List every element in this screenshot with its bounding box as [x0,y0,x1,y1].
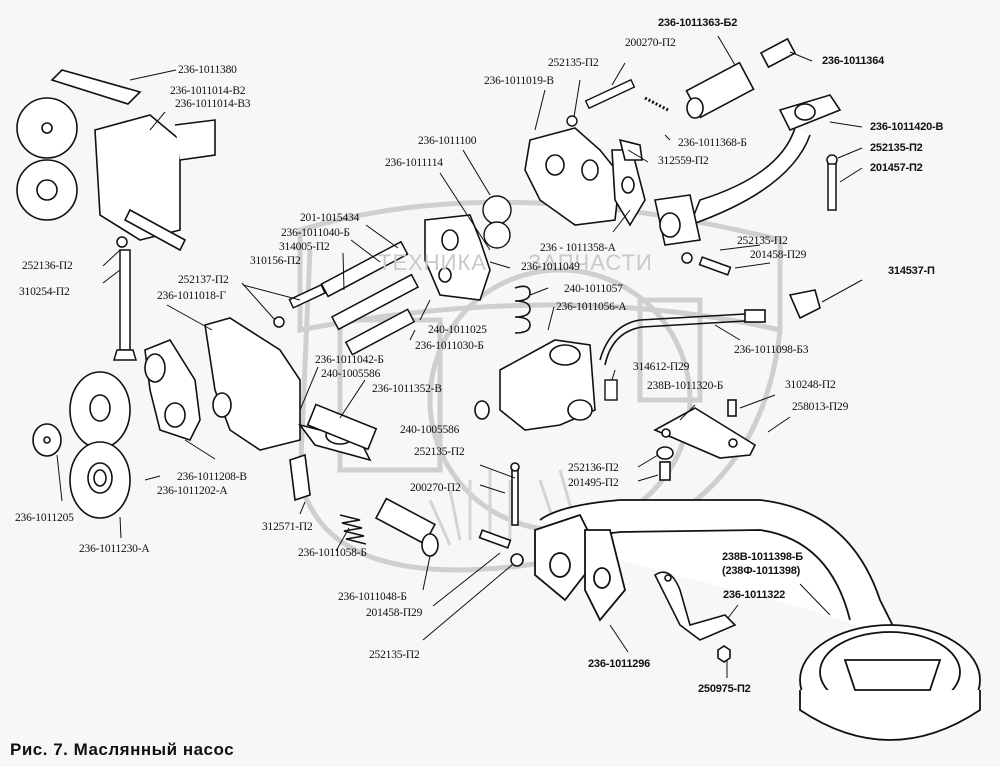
part-label: 310156-П2 [250,255,301,267]
outlet-pipe [654,94,842,246]
regulator-body [474,285,596,431]
part-label: 240-1011057 [564,283,623,295]
part-label: 252135-П2 [414,446,465,458]
figure-caption: Рис. 7. Маслянный насос [10,740,235,759]
part-label: 236-1011368-Б [678,137,747,149]
part-label: 200270-П2 [625,37,676,49]
part-label: (238Ф-1011398) [722,565,801,577]
part-label: 314005-П2 [279,241,330,253]
part-label: 236-1011056-А [556,301,627,313]
part-label: 310248-П2 [785,379,836,391]
part-label: 238В-1011398-Б [722,551,803,563]
part-label: 201457-П2 [870,162,923,174]
fitting [604,379,618,401]
part-label: 236-1011230-А [79,543,150,555]
gears-lower-left [32,371,131,519]
part-label: 252135-П2 [737,235,788,247]
long-bolt [112,236,138,361]
clamp-strap [653,571,737,663]
part-label: 236-1011202-А [157,485,228,497]
part-label: 201458-П29 [750,249,807,261]
pump-body [204,317,378,502]
part-label: 236-1011018-Г [157,290,226,302]
part-label: 236-1011296 [588,658,651,670]
plug-lower [374,462,524,567]
part-label: 236-1011352-В [372,383,442,395]
part-label: 236-1011030-Б [415,340,484,352]
cover-plate [424,214,491,301]
bolt-right [681,154,838,276]
pump-assembly-top-left [16,69,216,252]
mount-bracket [653,399,757,481]
part-label: 236-1011098-Б3 [734,344,809,356]
part-label: 236-1011363-Б2 [658,17,738,29]
star-gears [482,195,512,249]
part-label: 252136-П2 [22,260,73,272]
part-label: 310254-П2 [19,286,70,298]
part-label: 236-1011014-В3 [175,98,251,110]
spring-lower [339,514,367,545]
part-label: 240-1005586 [321,368,381,380]
part-label: 236-1011420-В [870,121,944,133]
part-label: 236-1011100 [418,135,477,147]
part-label: 250975-П2 [698,683,751,695]
gear-shafts [273,240,420,356]
part-label: 312571-П2 [262,521,313,533]
part-label: 236-1011208-В [177,471,247,483]
intake-pipe [534,499,901,641]
part-label: 236-1011322 [723,589,786,601]
part-label: 252135-П2 [870,142,923,154]
part-label: 236-1011014-В2 [170,85,246,97]
watermark-left-text: ТЕХНИКА [378,250,487,275]
part-label: 236-1011114 [385,157,443,169]
leader-lines [56,35,863,678]
part-label: 314537-П [888,265,935,277]
part-label: 236-1011042-Б [315,354,384,366]
part-label: 240-1011025 [428,324,487,336]
part-label: 312559-П2 [658,155,709,167]
part-label: 236-1011364 [822,55,885,67]
part-label: 314612-П29 [633,361,690,373]
part-label: 236-1011048-Б [338,591,407,603]
part-label: 200270-П2 [410,482,461,494]
part-label: 252137-П2 [178,274,229,286]
bracket [144,339,201,441]
part-label: 240-1005586 [400,424,460,436]
part-label: 236-1011058-Б [298,547,367,559]
tube-line [599,289,821,366]
part-label: 236-1011049 [521,261,580,273]
part-label: 252135-П2 [548,57,599,69]
part-label: 201458-П29 [366,607,423,619]
part-label: 201495-П2 [568,477,619,489]
part-label: 201-1015434 [300,212,360,224]
part-label: 238В-1011320-Б [647,380,724,392]
part-label: 252136-П2 [568,462,619,474]
part-label: 236 - 1011358-А [540,242,616,254]
valve-cylinder [685,37,797,119]
part-label: 236-1011040-Б [281,227,350,239]
oil-screen [799,624,981,741]
part-label: 252135-П2 [369,649,420,661]
part-label: 236-1011380 [178,64,237,76]
part-label: 236-1011019-В [484,75,554,87]
valve-housing [524,127,646,227]
part-label: 236-1011205 [15,512,74,524]
watermark-right-text: ЗАПЧАСТИ [528,250,653,275]
part-label: 258013-П29 [792,401,849,413]
bolt-top [566,78,669,127]
